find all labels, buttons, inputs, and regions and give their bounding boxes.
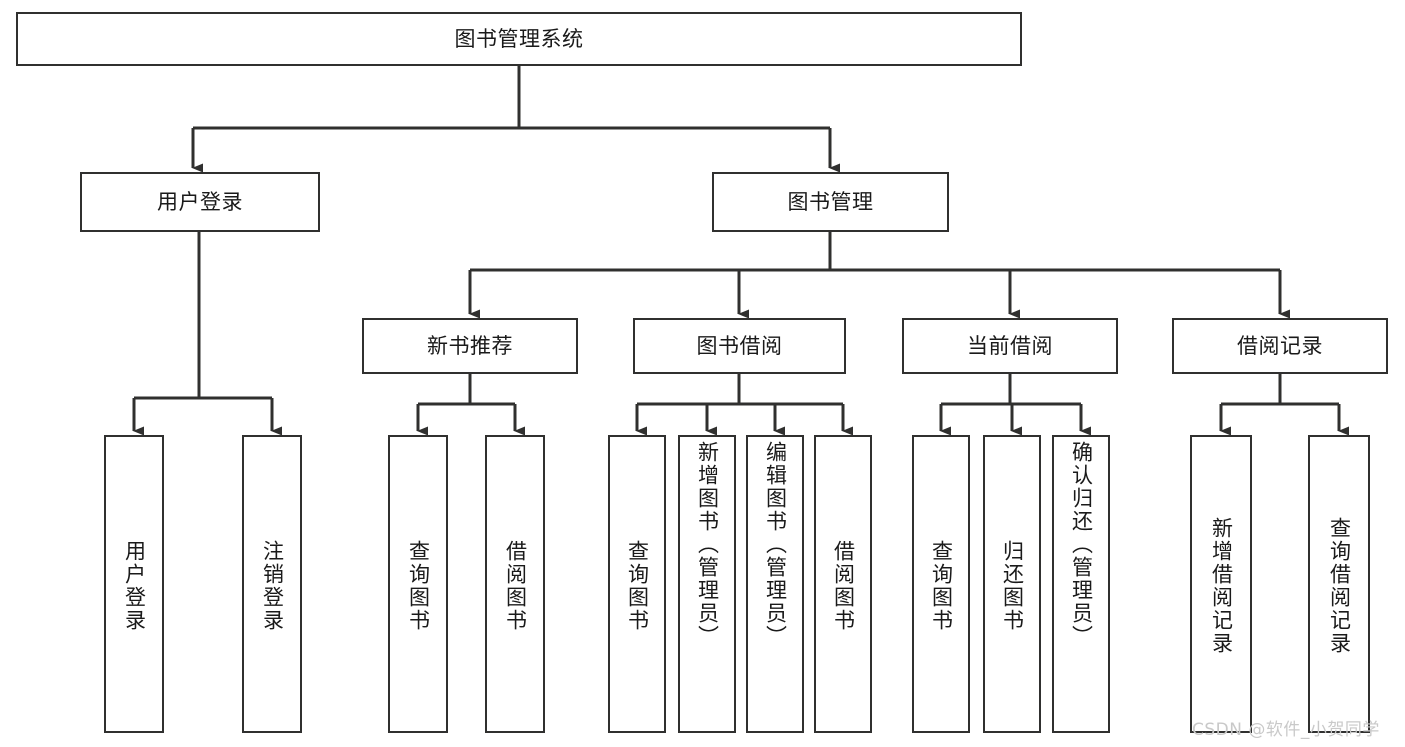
- node-borrow-records[interactable]: 借阅记录: [1172, 318, 1388, 374]
- leaf-borrow-books-label: 借阅图书: [831, 540, 856, 632]
- leaf-user-login-label: 用户登录: [122, 540, 147, 632]
- node-book-borrow-label: 图书借阅: [696, 333, 783, 358]
- leaf-add-borrow-record[interactable]: 新增借阅记录: [1190, 435, 1252, 733]
- leaf-borrow-books-recommend[interactable]: 借阅图书: [485, 435, 545, 733]
- leaf-query-books-borrow-label: 查询图书: [625, 540, 650, 632]
- leaf-query-borrow-record[interactable]: 查询借阅记录: [1308, 435, 1370, 733]
- node-book-management[interactable]: 图书管理: [712, 172, 949, 232]
- node-user-login-label: 用户登录: [157, 189, 243, 214]
- node-current-borrow-label: 当前借阅: [967, 333, 1053, 358]
- leaf-confirm-return-admin[interactable]: 确认归还（管理员）: [1052, 435, 1110, 733]
- leaf-borrow-books-recommend-label: 借阅图书: [503, 540, 528, 632]
- node-new-book-recommend[interactable]: 新书推荐: [362, 318, 578, 374]
- leaf-query-books-recommend[interactable]: 查询图书: [388, 435, 448, 733]
- leaf-return-books[interactable]: 归还图书: [983, 435, 1041, 733]
- node-new-book-recommend-label: 新书推荐: [427, 333, 513, 358]
- leaf-user-login[interactable]: 用户登录: [104, 435, 164, 733]
- leaf-add-book-admin-label: 新增图书（管理员）: [695, 441, 720, 648]
- leaf-logout-login[interactable]: 注销登录: [242, 435, 302, 733]
- leaf-add-book-admin[interactable]: 新增图书（管理员）: [678, 435, 736, 733]
- node-book-management-label: 图书管理: [787, 189, 874, 214]
- leaf-edit-book-admin[interactable]: 编辑图书（管理员）: [746, 435, 804, 733]
- node-current-borrow[interactable]: 当前借阅: [902, 318, 1118, 374]
- node-borrow-records-label: 借阅记录: [1237, 333, 1323, 358]
- node-book-borrow[interactable]: 图书借阅: [633, 318, 846, 374]
- leaf-borrow-books[interactable]: 借阅图书: [814, 435, 872, 733]
- leaf-query-books-current[interactable]: 查询图书: [912, 435, 970, 733]
- leaf-logout-login-label: 注销登录: [260, 540, 285, 632]
- leaf-query-borrow-record-label: 查询借阅记录: [1327, 517, 1352, 655]
- leaf-confirm-return-admin-label: 确认归还（管理员）: [1069, 441, 1094, 648]
- leaf-return-books-label: 归还图书: [1000, 540, 1025, 632]
- leaf-add-borrow-record-label: 新增借阅记录: [1209, 517, 1234, 655]
- node-root-label: 图书管理系统: [454, 26, 584, 51]
- node-root[interactable]: 图书管理系统: [16, 12, 1022, 66]
- leaf-edit-book-admin-label: 编辑图书（管理员）: [763, 441, 788, 648]
- leaf-query-books-current-label: 查询图书: [929, 540, 954, 632]
- leaf-query-books-recommend-label: 查询图书: [406, 540, 431, 632]
- leaf-query-books-borrow[interactable]: 查询图书: [608, 435, 666, 733]
- node-user-login[interactable]: 用户登录: [80, 172, 320, 232]
